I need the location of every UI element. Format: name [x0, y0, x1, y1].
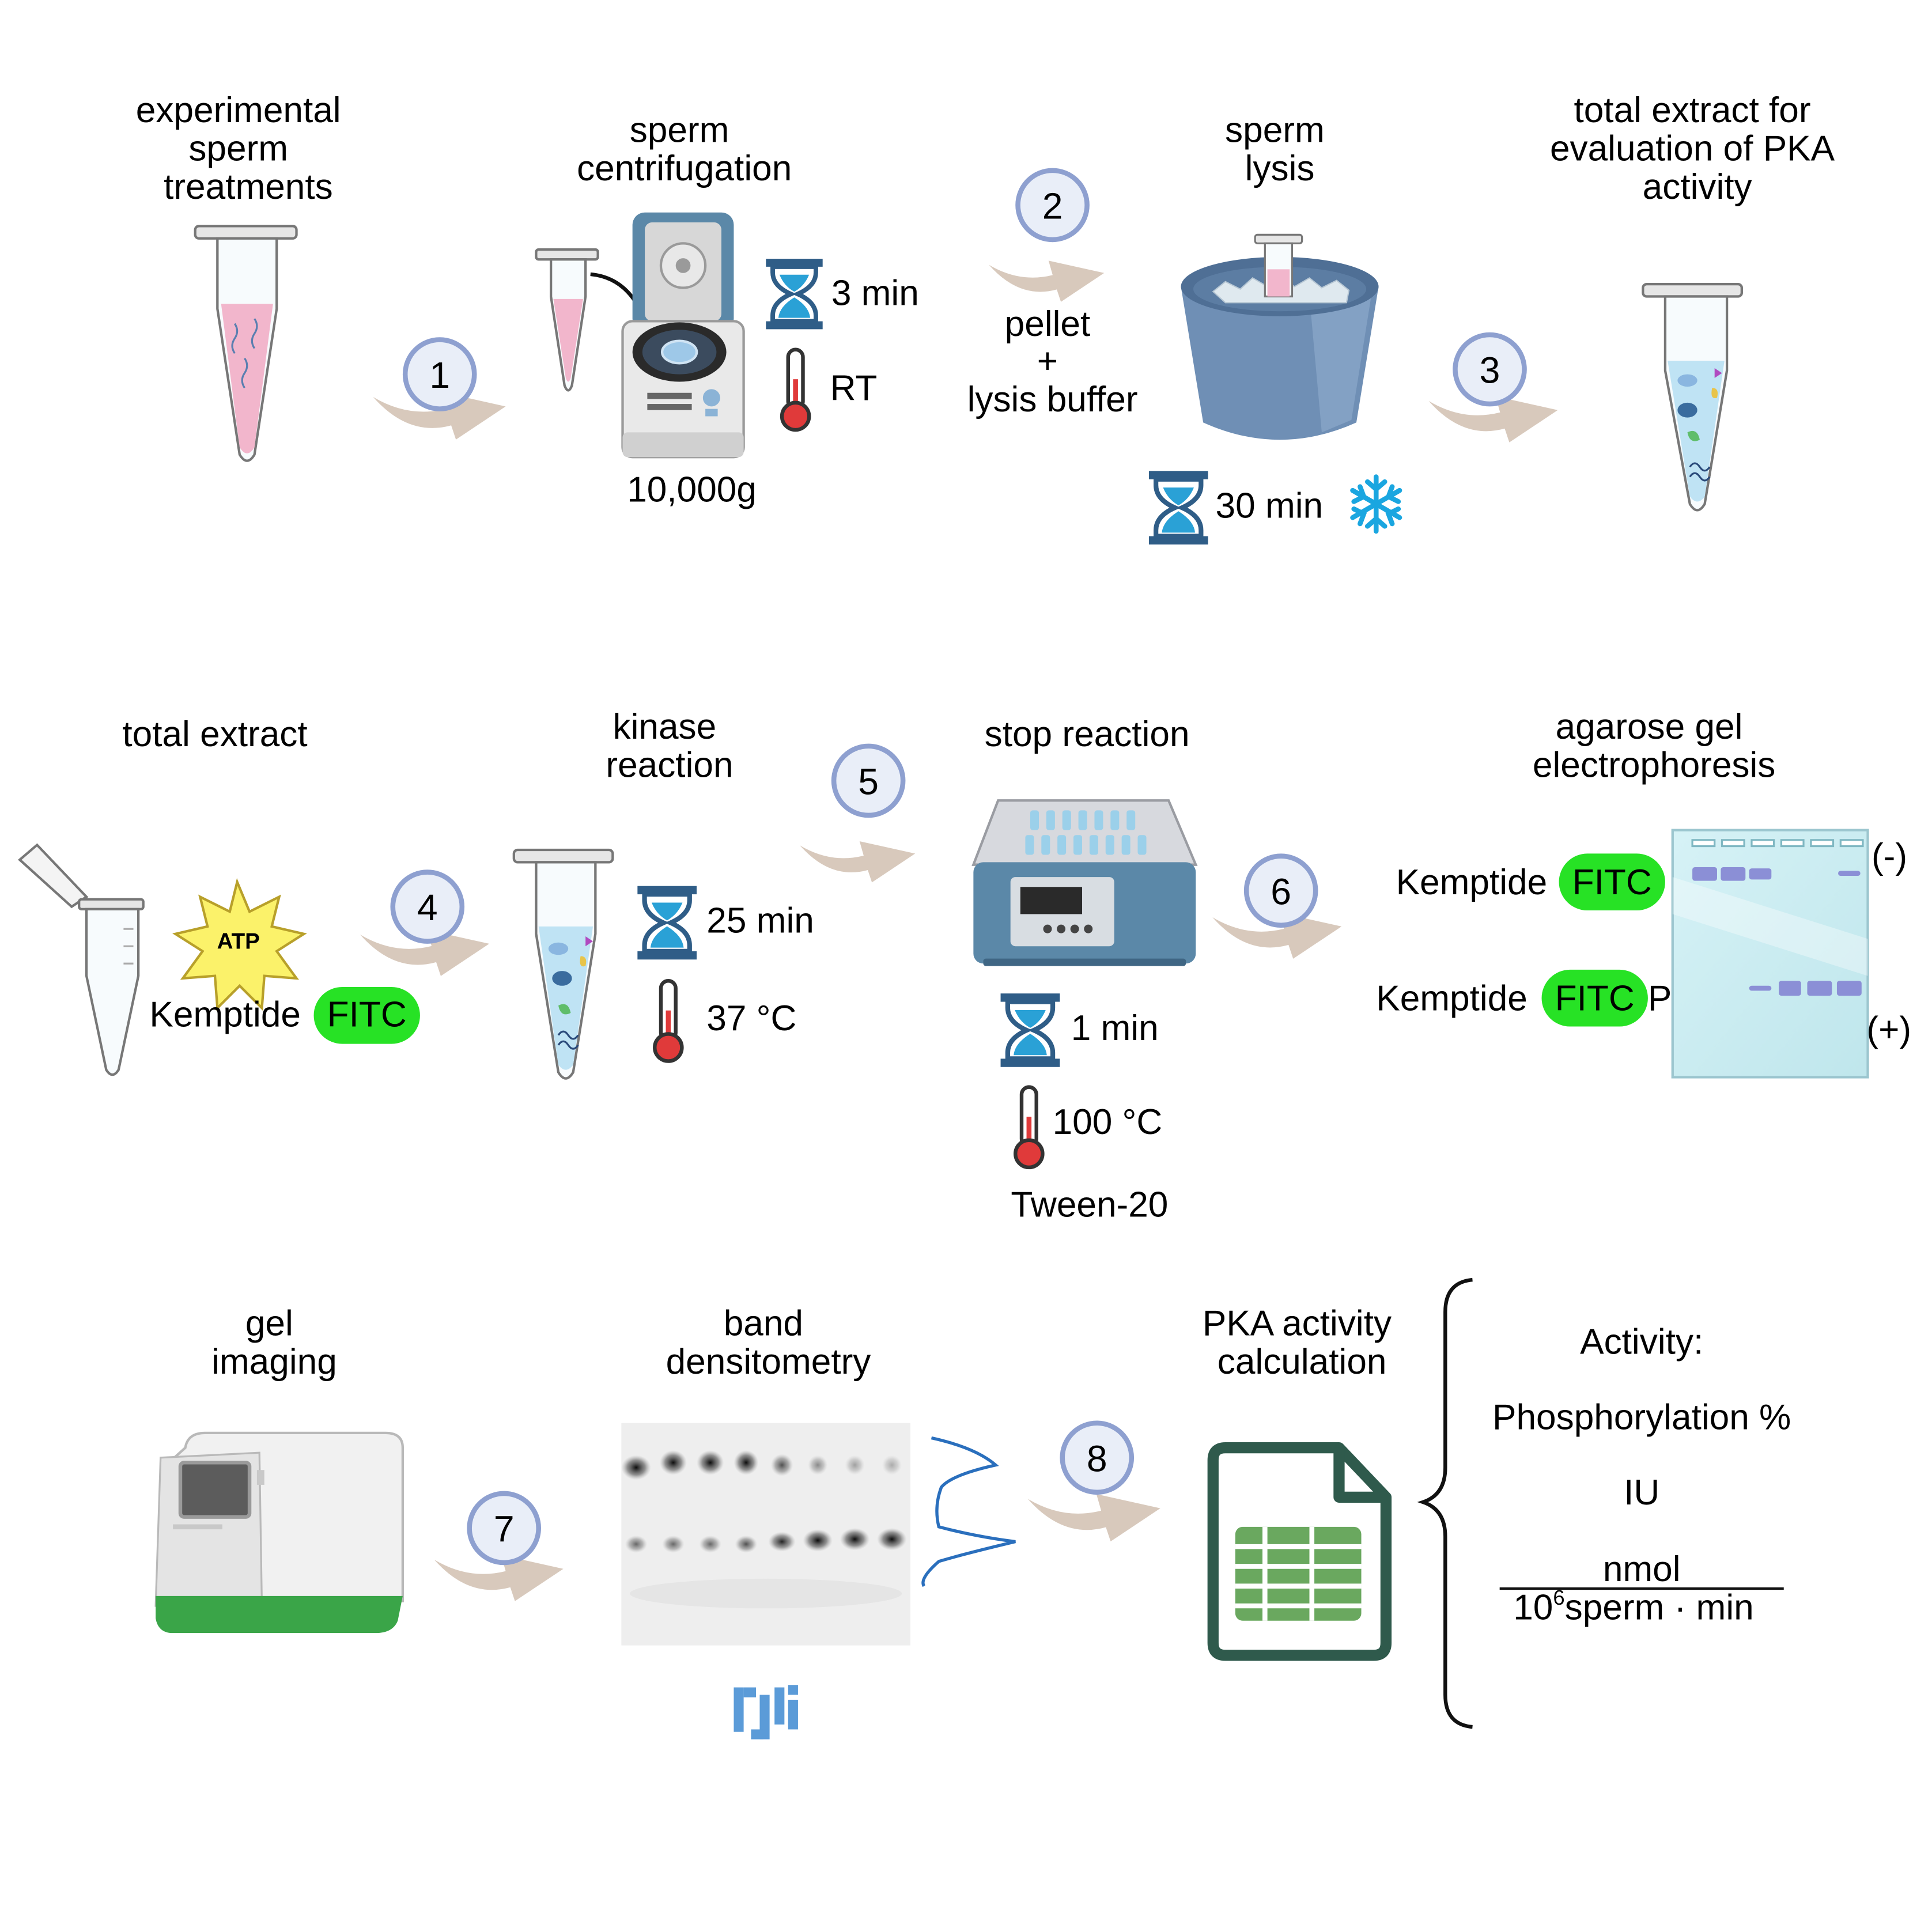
fraction-denominator: 106sperm · min: [1513, 1586, 1754, 1628]
hourglass-icon: [1149, 471, 1208, 545]
denominator-base: 10: [1513, 1588, 1553, 1628]
fitc-label: FITC: [327, 995, 407, 1035]
fraction-numerator: nmol: [1603, 1549, 1681, 1589]
open-empty-tube-icon: [18, 843, 145, 1076]
step-7-arrow: 7: [434, 1491, 564, 1601]
iu-label: IU: [1624, 1473, 1659, 1513]
stop-reagent: Tween-20: [1011, 1185, 1168, 1225]
step-6-arrow: 6: [1212, 853, 1342, 959]
blue-extract-tube-icon: [1642, 282, 1743, 512]
step-4-number: 4: [417, 887, 438, 928]
step-pka-activity-calculation: PKA activity calculation Activity: Phosp…: [1203, 1277, 1791, 1729]
lysis-time: 30 min: [1216, 486, 1324, 525]
step-agarose-gel-electrophoresis: agarose gel electrophoresis Kemptide FIT…: [1376, 707, 1911, 1079]
step-experimental-sperm-treatments: experimental sperm treatments: [136, 90, 351, 462]
step-kinase-reaction: kinase reaction 25 min 37 °C: [512, 707, 814, 1080]
atp-burst-icon: ATP: [172, 878, 307, 1011]
stop-temp: 100 °C: [1053, 1102, 1163, 1142]
step-sperm-lysis: sperm lysis 30 min: [1149, 111, 1402, 545]
kinase-title: kinase reaction: [606, 707, 733, 785]
step-6-number: 6: [1271, 871, 1291, 912]
spreadsheet-icon: [1207, 1442, 1392, 1661]
gel-upper-kemptide: Kemptide: [1396, 863, 1548, 902]
imaging-title: gel imaging: [211, 1304, 337, 1382]
hourglass-icon: [1001, 993, 1060, 1067]
negative-pole-label: (-): [1871, 837, 1907, 876]
extract-title: total extract for evaluation of PKA acti…: [1550, 90, 1844, 207]
hourglass-icon: [637, 886, 697, 960]
gel-image: [621, 1423, 911, 1646]
centrifugation-time: 3 min: [831, 274, 919, 313]
thermometer-icon: [782, 350, 809, 430]
gel-lower-fitc-tag: [1541, 969, 1648, 1027]
denominator-rest: sperm · min: [1565, 1588, 1754, 1628]
small-pink-tube-icon: [535, 248, 599, 392]
reaction-tube-icon: [512, 848, 614, 1080]
positive-pole-label: (+): [1866, 1010, 1911, 1049]
heat-block-icon: [971, 799, 1198, 966]
hourglass-icon: [766, 259, 823, 329]
step-2-arrow: 2 pellet + lysis buffer: [967, 168, 1138, 419]
total-extract-title: total extract: [122, 714, 307, 754]
fitc-tag: [313, 986, 420, 1044]
lysis-title: sperm lysis: [1225, 111, 1334, 188]
atp-label: ATP: [217, 929, 260, 954]
snowflake-icon: [1350, 474, 1402, 534]
gel-lower-kemptide: Kemptide: [1376, 979, 1528, 1019]
step-total-extract: total extract ATP Kemptide FITC: [18, 714, 420, 1076]
kinase-temp: 37 °C: [706, 999, 796, 1038]
stop-time: 1 min: [1071, 1008, 1159, 1048]
ice-bucket-icon: [1181, 233, 1379, 440]
calc-title: PKA activity calculation: [1203, 1304, 1401, 1382]
thermometer-icon: [1015, 1087, 1042, 1167]
step-5-number: 5: [858, 761, 879, 803]
treatments-title: experimental sperm treatments: [136, 90, 351, 207]
gel-imager-icon: [154, 1431, 404, 1634]
stop-title: stop reaction: [985, 714, 1190, 754]
fiji-logo-icon: [734, 1685, 798, 1740]
step-7-number: 7: [494, 1508, 515, 1550]
step-sperm-centrifugation: sperm centrifugation 3 min RT: [535, 111, 919, 509]
step-3-arrow: 3: [1428, 332, 1558, 443]
gel-lower-fitc-label: FITC: [1555, 979, 1635, 1019]
centrifugation-speed: 10,000g: [627, 470, 757, 509]
activity-label: Activity:: [1580, 1322, 1703, 1362]
kemptide-label: Kemptide: [149, 995, 301, 1035]
densitometry-profile: [921, 1436, 1016, 1587]
step-5-arrow: 5: [800, 743, 916, 883]
step-8-number: 8: [1087, 1438, 1107, 1479]
thermometer-icon: [655, 981, 682, 1061]
kinase-time: 25 min: [706, 901, 814, 941]
gel-upper-fitc-tag: [1559, 853, 1665, 911]
centrifuge-icon: [621, 212, 745, 459]
step-total-extract-evaluation: total extract for evaluation of PKA acti…: [1550, 90, 1844, 512]
centrifugation-title: sperm centrifugation: [577, 111, 792, 188]
agarose-gel-icon: [1671, 829, 1869, 1079]
densitometry-title: band densitometry: [666, 1304, 871, 1382]
step-4-arrow: 4: [360, 869, 490, 976]
centrifugation-temp: RT: [830, 369, 878, 409]
curly-brace: [1417, 1277, 1473, 1729]
step-1-number: 1: [429, 354, 450, 396]
step-8-arrow: 8: [1027, 1420, 1160, 1542]
step-gel-imaging: gel imaging: [154, 1304, 404, 1634]
pink-sperm-tube-icon: [194, 225, 298, 462]
phosphorylation-label: Phosphorylation %: [1492, 1397, 1791, 1437]
denominator-exponent: 6: [1553, 1586, 1564, 1609]
gel-upper-fitc-label: FITC: [1572, 863, 1652, 902]
step-2-note: pellet + lysis buffer: [967, 304, 1138, 419]
step-2-number: 2: [1042, 185, 1063, 226]
gel-lower-phospho: P: [1648, 979, 1672, 1019]
step-1-arrow: 1: [373, 337, 506, 440]
gel-title: agarose gel electrophoresis: [1533, 707, 1775, 785]
step-stop-reaction: stop reaction 1 min 100 °C Tween-20: [971, 714, 1198, 1225]
step-band-densitometry: band densitometry: [621, 1304, 1016, 1740]
step-3-number: 3: [1480, 350, 1500, 391]
